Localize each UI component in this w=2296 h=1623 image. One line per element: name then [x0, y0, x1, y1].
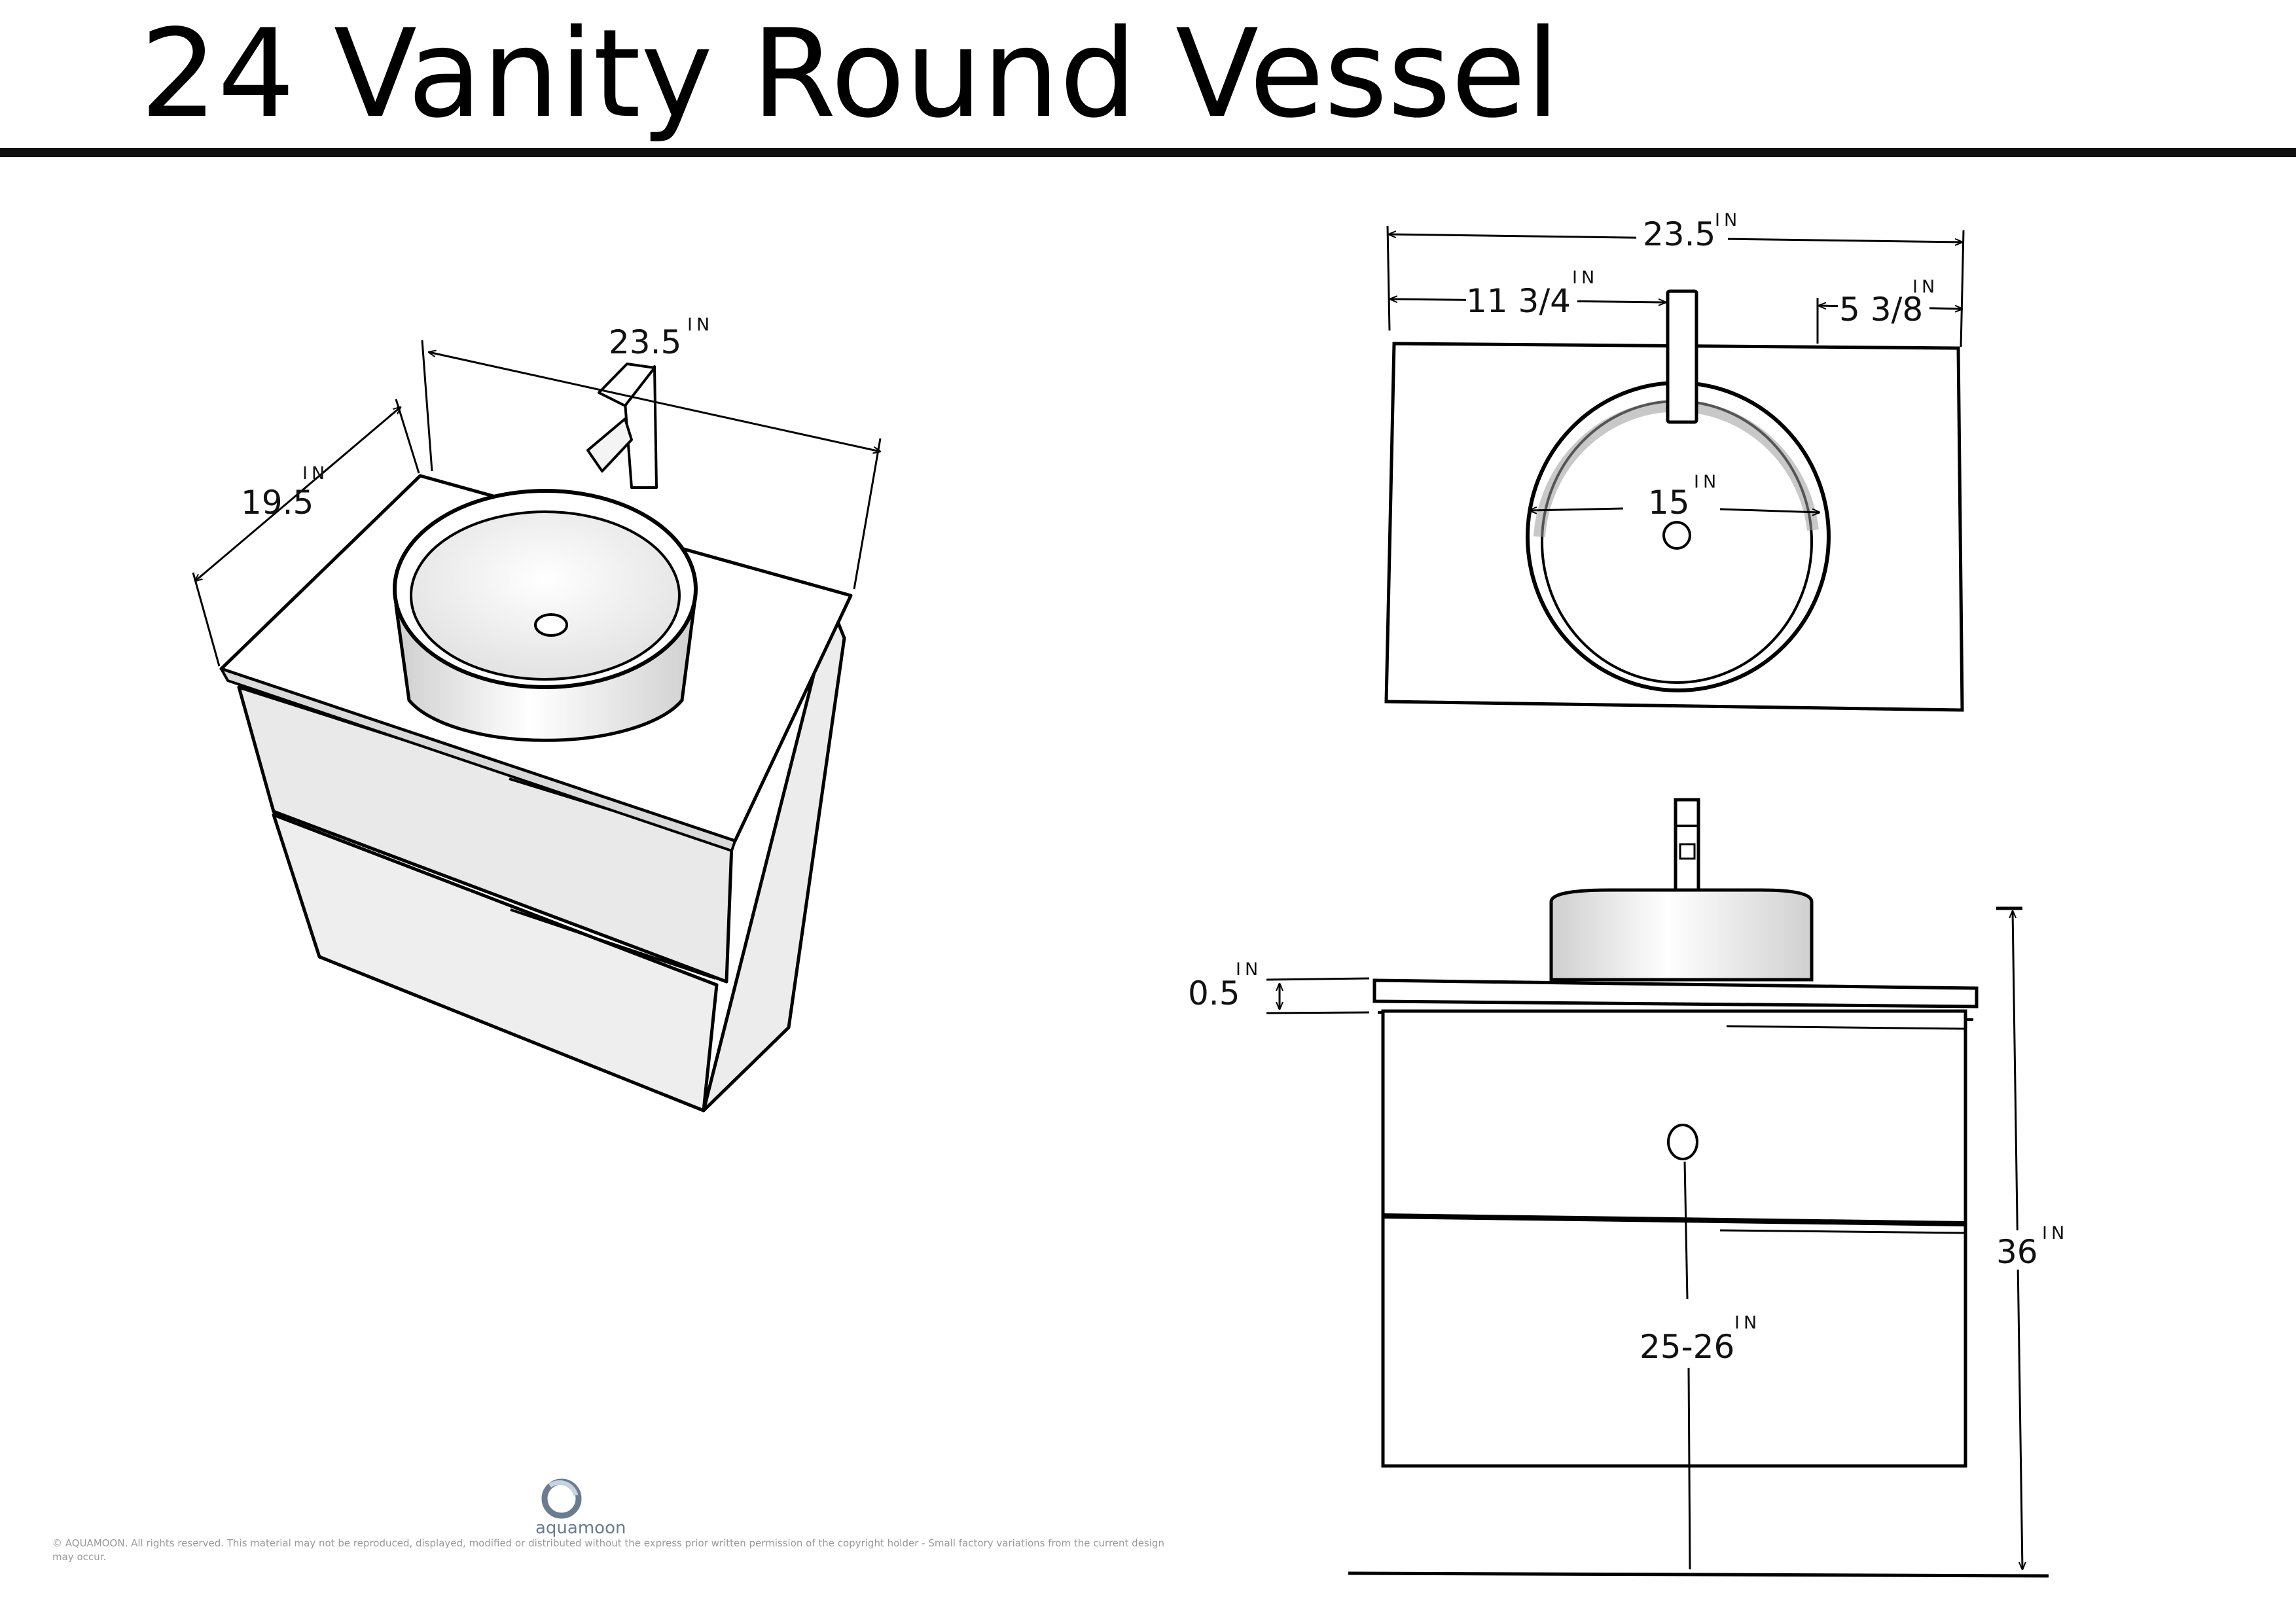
top-bowl-drain — [1662, 521, 1691, 550]
front-mount-height-unit: IN — [1734, 1313, 1761, 1333]
bowl-drain — [534, 613, 568, 637]
top-right-offset-label: 5 3/8 — [1839, 291, 1923, 329]
top-faucet — [1666, 289, 1698, 424]
front-upper-drawer-pull — [1726, 1025, 1966, 1030]
brand-logo: aquamoon — [535, 1478, 626, 1538]
top-view — [1384, 225, 1965, 712]
copyright-notice: © AQUAMOON. All rights reserved. This ma… — [52, 1537, 1164, 1563]
iso-width-unit: IN — [687, 315, 713, 335]
front-cabinet-body — [1381, 1009, 1967, 1468]
iso-depth-dimension-line — [195, 407, 401, 581]
front-thickness-label: 0.5 — [1188, 974, 1240, 1012]
top-overall-width-unit: IN — [1715, 210, 1741, 230]
title-divider — [0, 148, 2296, 157]
front-mount-height-line-lower — [1687, 1367, 1691, 1570]
iso-width-label: 23.5 — [609, 323, 681, 361]
isometric-view — [192, 340, 880, 1113]
top-bowl-diameter-label: 15 — [1648, 484, 1690, 522]
cabinet-side-panel — [702, 603, 846, 1113]
top-bowl-diameter-line-left — [1530, 508, 1624, 510]
front-plumbing-hole — [1667, 1124, 1698, 1160]
front-drawer-divider — [1382, 1213, 1966, 1226]
front-countertop — [1372, 978, 1979, 1008]
front-height-unit: IN — [2042, 1223, 2068, 1243]
top-right-offset-unit: IN — [1912, 277, 1939, 297]
top-left-offset-label: 11 3/4 — [1466, 282, 1571, 320]
front-height-label: 36 — [1996, 1233, 2038, 1271]
floor-line — [1348, 1571, 2049, 1578]
top-left-offset-unit: IN — [1572, 268, 1598, 288]
lower-drawer-pull — [510, 908, 716, 980]
iso-width-dimension-line — [429, 352, 880, 452]
iso-depth-unit: IN — [302, 463, 329, 484]
faucet-spout — [586, 418, 633, 473]
front-mount-height-line-upper — [1683, 1161, 1689, 1300]
top-bowl-diameter-line-right — [1719, 508, 1820, 512]
vessel-bowl-inner — [410, 510, 681, 681]
iso-depth-label: 19.5 — [241, 484, 314, 522]
countertop-edge — [220, 668, 736, 852]
front-mount-height-label: 25-26 — [1640, 1328, 1734, 1366]
page-title: 24 Vanity Round Vessel — [140, 3, 1560, 145]
front-lower-drawer-pull — [1719, 1229, 1966, 1234]
brand-name: aquamoon — [535, 1518, 626, 1538]
top-bowl-diameter-unit: IN — [1694, 472, 1720, 492]
front-view — [1266, 798, 2049, 1578]
top-overall-width-label: 23.5 — [1643, 215, 1715, 253]
front-vessel-bowl — [1549, 888, 1814, 982]
front-thickness-unit: IN — [1236, 959, 1262, 980]
